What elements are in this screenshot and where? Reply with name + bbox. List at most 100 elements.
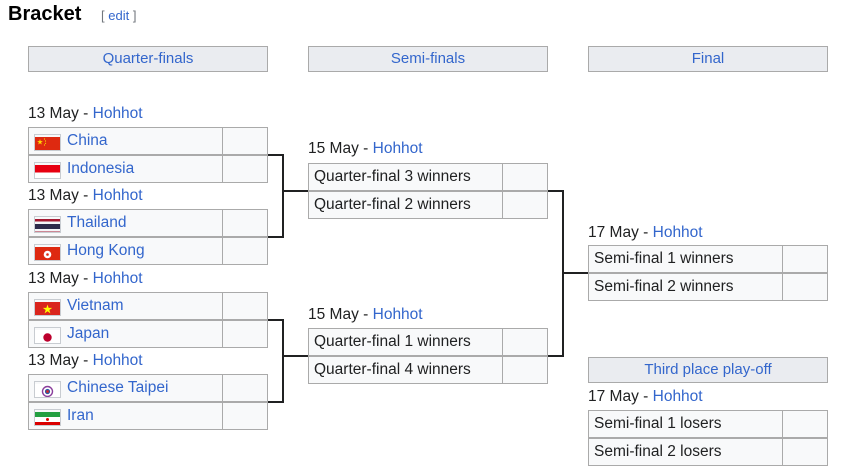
score-cell <box>782 245 828 273</box>
venue-link[interactable]: Hohhot <box>372 140 423 157</box>
bracket-connector <box>282 319 284 403</box>
score-cell <box>222 320 268 348</box>
round-header-semi-finals[interactable]: Semi-finals <box>308 46 548 72</box>
date-separator: - <box>78 352 93 369</box>
team-name-link[interactable]: Vietnam <box>67 297 124 314</box>
china-flag-icon <box>34 134 61 151</box>
vietnam-flag-icon <box>34 299 61 316</box>
match-date-qf1: 13 May - Hohhot <box>28 104 143 124</box>
team-row-final-bottom: Semi-final 2 winners <box>588 273 828 301</box>
venue-link[interactable]: Hohhot <box>372 306 423 323</box>
bracket-connector <box>268 319 284 321</box>
team-name-link[interactable]: Japan <box>67 325 110 342</box>
edit-link-text[interactable]: edit <box>108 8 130 23</box>
team-row-sf1-top: Quarter-final 3 winners <box>308 163 548 191</box>
team-placeholder-label: Quarter-final 4 winners <box>314 361 471 378</box>
match-day: 15 May <box>308 306 359 323</box>
page-title: Bracket <box>8 3 82 25</box>
score-cell <box>222 127 268 155</box>
score-cell <box>502 328 548 356</box>
bracket-connector <box>282 154 284 238</box>
venue-link[interactable]: Hohhot <box>92 352 143 369</box>
team-placeholder-label: Quarter-final 1 winners <box>314 333 471 350</box>
team-row-sf2-top: Quarter-final 1 winners <box>308 328 548 356</box>
match-date-third-place: 17 May - Hohhot <box>588 387 703 407</box>
match-day: 13 May <box>28 187 79 204</box>
match-date-qf3: 13 May - Hohhot <box>28 269 143 289</box>
team-row-chinese-taipei: Chinese Taipei <box>28 374 268 402</box>
bracket-connector <box>548 355 564 357</box>
score-cell <box>782 438 828 466</box>
team-row-vietnam: Vietnam <box>28 292 268 320</box>
score-cell <box>782 410 828 438</box>
score-cell <box>222 374 268 402</box>
date-separator: - <box>78 105 93 122</box>
team-row-china: China <box>28 127 268 155</box>
team-placeholder-label: Semi-final 2 losers <box>594 443 722 460</box>
third-place-header[interactable]: Third place play-off <box>588 357 828 383</box>
score-cell <box>222 209 268 237</box>
match-day: 15 May <box>308 140 359 157</box>
bracket-connector <box>282 190 308 192</box>
date-separator: - <box>78 187 93 204</box>
chinese-taipei-flag-icon <box>34 381 61 398</box>
team-name-link[interactable]: Indonesia <box>67 160 135 177</box>
edit-bracket-close: ] <box>132 8 137 23</box>
team-row-thailand: Thailand <box>28 209 268 237</box>
date-separator: - <box>638 388 653 405</box>
team-name-link[interactable]: Iran <box>67 407 94 424</box>
score-cell <box>502 356 548 384</box>
team-row-indonesia: Indonesia <box>28 155 268 183</box>
venue-link[interactable]: Hohhot <box>92 105 143 122</box>
match-day: 13 May <box>28 352 79 369</box>
venue-link[interactable]: Hohhot <box>652 224 703 241</box>
team-row-japan: Japan <box>28 320 268 348</box>
indonesia-flag-icon <box>34 162 61 179</box>
japan-flag-icon <box>34 327 61 344</box>
hong-kong-flag-icon <box>34 244 61 261</box>
team-placeholder-label: Semi-final 1 losers <box>594 415 722 432</box>
match-date-qf4: 13 May - Hohhot <box>28 351 143 371</box>
team-row-sf2-bottom: Quarter-final 4 winners <box>308 356 548 384</box>
bracket-connector <box>282 355 308 357</box>
match-day: 17 May <box>588 388 639 405</box>
iran-flag-icon <box>34 409 61 426</box>
team-row-hong-kong: Hong Kong <box>28 237 268 265</box>
date-separator: - <box>358 140 373 157</box>
match-day: 13 May <box>28 105 79 122</box>
team-name-link[interactable]: Chinese Taipei <box>67 379 169 396</box>
team-placeholder-label: Quarter-final 2 winners <box>314 196 471 213</box>
score-cell <box>222 402 268 430</box>
date-separator: - <box>78 270 93 287</box>
round-header-quarter-finals[interactable]: Quarter-finals <box>28 46 268 72</box>
team-placeholder-label: Semi-final 2 winners <box>594 278 734 295</box>
venue-link[interactable]: Hohhot <box>92 187 143 204</box>
date-separator: - <box>638 224 653 241</box>
team-name-link[interactable]: Hong Kong <box>67 242 145 259</box>
score-cell <box>222 155 268 183</box>
bracket-connector <box>548 190 564 192</box>
bracket-connector <box>268 154 284 156</box>
match-date-qf2: 13 May - Hohhot <box>28 186 143 206</box>
team-row-sf1-bottom: Quarter-final 2 winners <box>308 191 548 219</box>
match-date-final: 17 May - Hohhot <box>588 223 703 243</box>
team-placeholder-label: Quarter-final 3 winners <box>314 168 471 185</box>
team-placeholder-label: Semi-final 1 winners <box>594 250 734 267</box>
bracket-connector <box>268 236 284 238</box>
match-day: 17 May <box>588 224 639 241</box>
round-header-final[interactable]: Final <box>588 46 828 72</box>
edit-section-link[interactable]: [ edit ] <box>101 8 136 23</box>
team-row-final-top: Semi-final 1 winners <box>588 245 828 273</box>
bracket-connector <box>562 272 588 274</box>
score-cell <box>502 191 548 219</box>
score-cell <box>222 237 268 265</box>
team-name-link[interactable]: China <box>67 132 108 149</box>
match-date-sf2: 15 May - Hohhot <box>308 305 423 325</box>
team-name-link[interactable]: Thailand <box>67 214 127 231</box>
team-row-third-top: Semi-final 1 losers <box>588 410 828 438</box>
score-cell <box>782 273 828 301</box>
edit-bracket-open: [ <box>101 8 105 23</box>
venue-link[interactable]: Hohhot <box>92 270 143 287</box>
venue-link[interactable]: Hohhot <box>652 388 703 405</box>
date-separator: - <box>358 306 373 323</box>
